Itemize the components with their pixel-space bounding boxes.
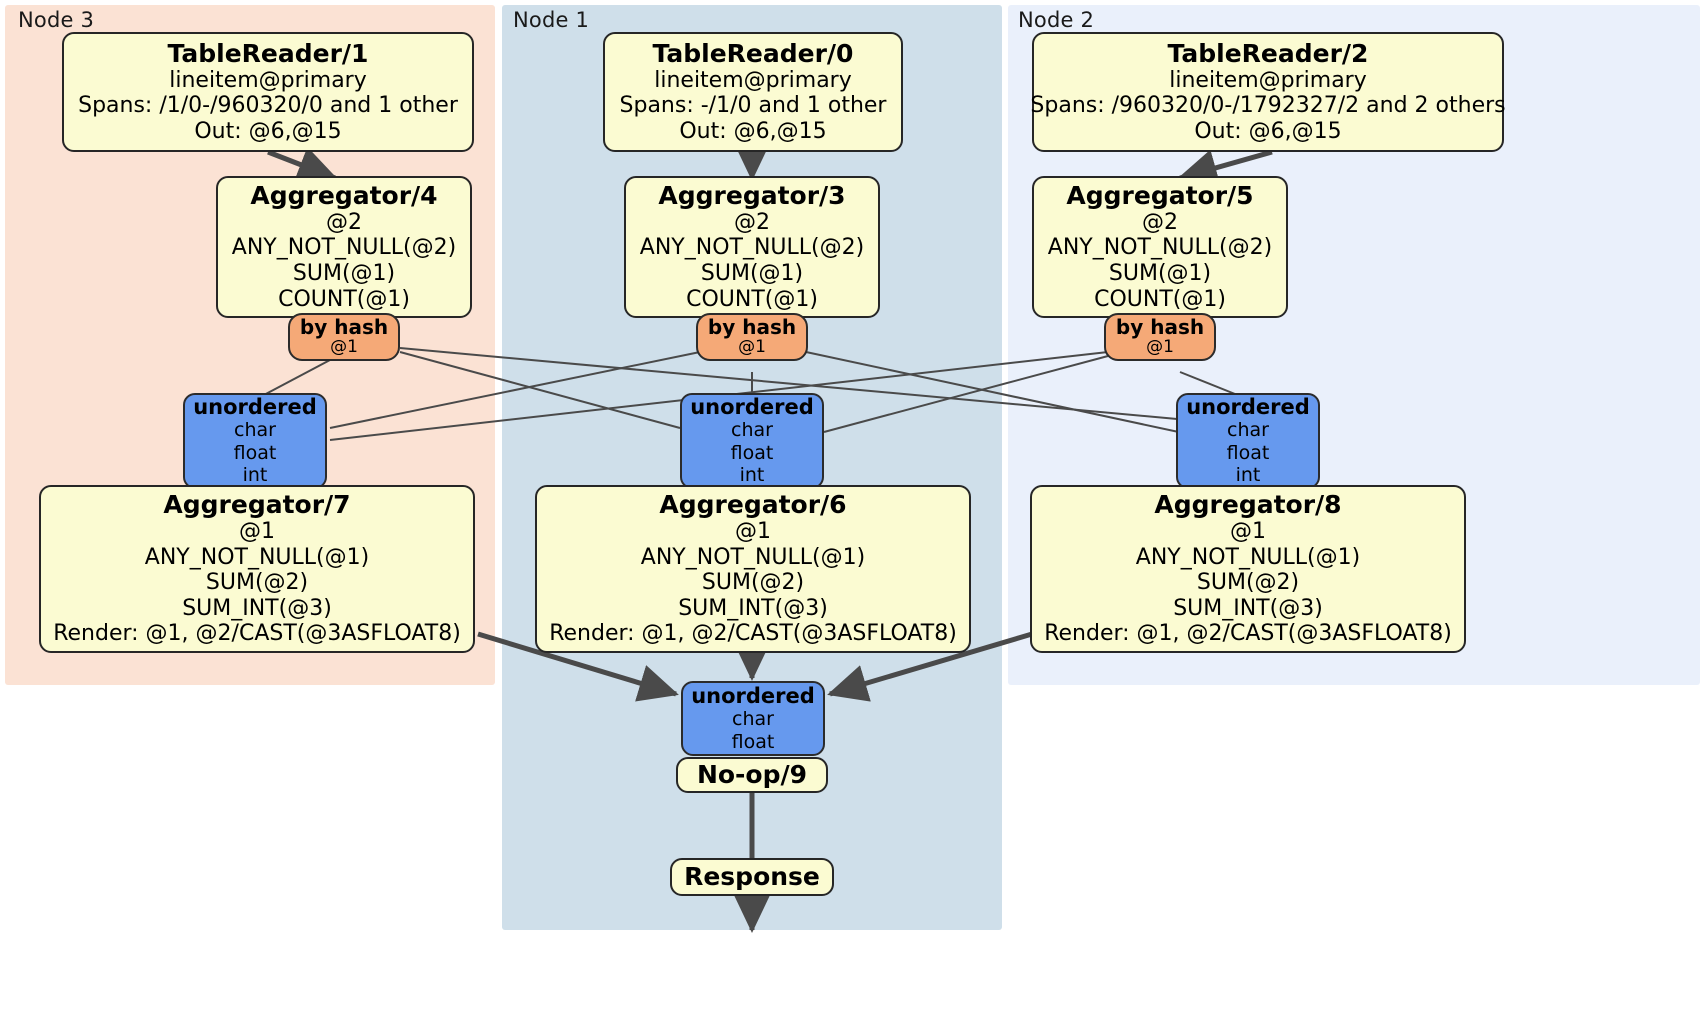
aggregator-7-box[interactable]: Aggregator/7 @1 ANY_NOT_NULL(@1) SUM(@2)… [39, 485, 475, 653]
final-unordered-router-type-0: char [732, 708, 774, 731]
no-op-9-title: No-op/9 [696, 760, 808, 789]
aggregator-4-agg-0: ANY_NOT_NULL(@2) [231, 235, 457, 261]
aggregator-6-box[interactable]: Aggregator/6 @1 ANY_NOT_NULL(@1) SUM(@2)… [535, 485, 971, 653]
aggregator-6-agg-0: ANY_NOT_NULL(@1) [640, 544, 866, 570]
aggregator-5-agg-2: COUNT(@1) [1094, 286, 1226, 312]
panel-label-node3: Node 3 [18, 8, 95, 32]
aggregator-4-title: Aggregator/4 [250, 180, 438, 210]
aggregator-8-group: @1 [1230, 519, 1266, 545]
no-op-9-box[interactable]: No-op/9 [676, 757, 828, 793]
unordered-router-node1-type-0: char [731, 419, 773, 442]
table-reader-1-out: Out: @6,@15 [194, 118, 342, 144]
aggregator-7-render: Render: @1, @2/CAST(@3ASFLOAT8) [53, 621, 461, 647]
aggregator-3-agg-0: ANY_NOT_NULL(@2) [639, 235, 865, 261]
table-reader-2-box[interactable]: TableReader/2 lineitem@primary Spans: /9… [1030, 32, 1506, 152]
aggregator-3-agg-2: COUNT(@1) [686, 286, 818, 312]
aggregator-5-agg-1: SUM(@1) [1108, 261, 1212, 286]
final-unordered-router-title: unordered [691, 684, 815, 709]
aggregator-7-agg-1: SUM(@2) [205, 570, 309, 596]
aggregator-3-box[interactable]: Aggregator/3 @2 ANY_NOT_NULL(@2) SUM(@1)… [624, 176, 880, 318]
aggregator-6-agg-2: SUM_INT(@3) [678, 595, 828, 621]
aggregator-8-title: Aggregator/8 [1154, 490, 1342, 520]
unordered-router-node3[interactable]: unordered char float int [183, 393, 327, 489]
table-reader-1-table: lineitem@primary [169, 67, 367, 93]
response-box[interactable]: Response [670, 858, 834, 896]
aggregator-4-group: @2 [326, 209, 362, 235]
unordered-router-node2-title: unordered [1186, 395, 1310, 420]
hash-router-node3[interactable]: by hash @1 [288, 313, 400, 361]
table-reader-0-out: Out: @6,@15 [679, 118, 827, 144]
table-reader-1-box[interactable]: TableReader/1 lineitem@primary Spans: /1… [62, 32, 474, 152]
aggregator-4-box[interactable]: Aggregator/4 @2 ANY_NOT_NULL(@2) SUM(@1)… [216, 176, 472, 318]
final-unordered-router-type-1: float [731, 730, 775, 753]
unordered-router-node1[interactable]: unordered char float int [680, 393, 824, 489]
aggregator-8-render: Render: @1, @2/CAST(@3ASFLOAT8) [1044, 621, 1452, 647]
aggregator-5-title: Aggregator/5 [1066, 180, 1254, 210]
unordered-router-node2-type-1: float [1226, 441, 1270, 464]
hash-router-node2[interactable]: by hash @1 [1104, 313, 1216, 361]
aggregator-6-agg-1: SUM(@2) [701, 570, 805, 596]
aggregator-6-render: Render: @1, @2/CAST(@3ASFLOAT8) [549, 621, 957, 647]
hash-router-node3-col: @1 [330, 337, 358, 358]
unordered-router-node2[interactable]: unordered char float int [1176, 393, 1320, 489]
hash-router-node2-title: by hash [1115, 315, 1205, 340]
aggregator-8-agg-0: ANY_NOT_NULL(@1) [1135, 544, 1361, 570]
aggregator-3-title: Aggregator/3 [658, 180, 846, 210]
aggregator-4-agg-2: COUNT(@1) [278, 286, 410, 312]
table-reader-1-spans: Spans: /1/0-/960320/0 and 1 other [78, 93, 458, 119]
aggregator-3-group: @2 [734, 209, 770, 235]
aggregator-3-agg-1: SUM(@1) [700, 261, 804, 286]
aggregator-5-group: @2 [1142, 209, 1178, 235]
aggregator-5-agg-0: ANY_NOT_NULL(@2) [1047, 235, 1273, 261]
aggregator-6-group: @1 [735, 519, 771, 545]
hash-router-node1-title: by hash [707, 315, 797, 340]
table-reader-1-title: TableReader/1 [167, 38, 369, 68]
unordered-router-node3-type-2: int [242, 464, 268, 487]
unordered-router-node3-type-1: float [233, 441, 277, 464]
table-reader-0-title: TableReader/0 [652, 38, 854, 68]
aggregator-7-agg-0: ANY_NOT_NULL(@1) [144, 544, 370, 570]
response-title: Response [684, 862, 820, 891]
table-reader-0-table: lineitem@primary [654, 67, 852, 93]
aggregator-7-agg-2: SUM_INT(@3) [182, 595, 332, 621]
aggregator-7-title: Aggregator/7 [163, 490, 351, 520]
aggregator-4-agg-1: SUM(@1) [292, 261, 396, 286]
hash-router-node1-col: @1 [738, 337, 766, 358]
aggregator-5-box[interactable]: Aggregator/5 @2 ANY_NOT_NULL(@2) SUM(@1)… [1032, 176, 1288, 318]
unordered-router-node2-type-0: char [1227, 419, 1269, 442]
unordered-router-node1-type-1: float [730, 441, 774, 464]
table-reader-2-spans: Spans: /960320/0-/1792327/2 and 2 others [1030, 93, 1506, 119]
aggregator-7-group: @1 [239, 519, 275, 545]
table-reader-2-out: Out: @6,@15 [1194, 118, 1342, 144]
table-reader-2-title: TableReader/2 [1167, 38, 1369, 68]
unordered-router-node2-type-2: int [1235, 464, 1261, 487]
panel-label-node2: Node 2 [1018, 8, 1095, 32]
table-reader-2-table: lineitem@primary [1169, 67, 1367, 93]
final-unordered-router[interactable]: unordered char float [681, 681, 825, 756]
aggregator-8-agg-1: SUM(@2) [1196, 570, 1300, 596]
table-reader-0-box[interactable]: TableReader/0 lineitem@primary Spans: -/… [603, 32, 903, 152]
panel-label-node1: Node 1 [513, 8, 590, 32]
aggregator-8-agg-2: SUM_INT(@3) [1173, 595, 1323, 621]
unordered-router-node3-title: unordered [193, 395, 317, 420]
hash-router-node2-col: @1 [1146, 337, 1174, 358]
aggregator-8-box[interactable]: Aggregator/8 @1 ANY_NOT_NULL(@1) SUM(@2)… [1030, 485, 1466, 653]
unordered-router-node3-type-0: char [234, 419, 276, 442]
unordered-router-node1-type-2: int [739, 464, 765, 487]
aggregator-6-title: Aggregator/6 [659, 490, 847, 520]
table-reader-0-spans: Spans: -/1/0 and 1 other [619, 93, 887, 119]
hash-router-node1[interactable]: by hash @1 [696, 313, 808, 361]
hash-router-node3-title: by hash [299, 315, 389, 340]
unordered-router-node1-title: unordered [690, 395, 814, 420]
